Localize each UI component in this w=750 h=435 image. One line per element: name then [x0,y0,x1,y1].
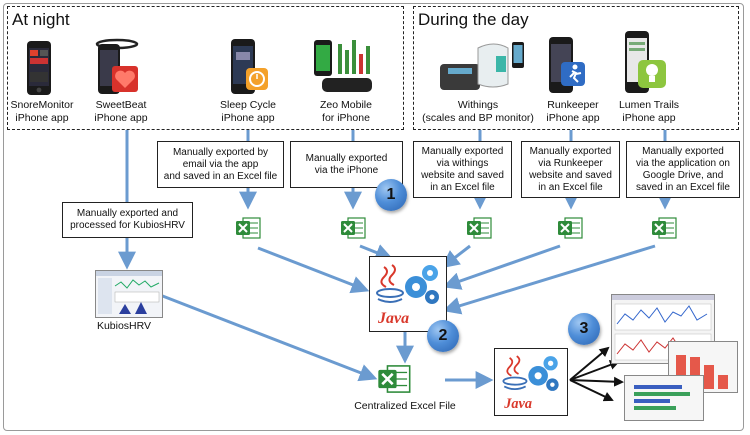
note-sleepcycle: Manually exported by email via the app a… [157,141,284,188]
arrow-out-2 [569,360,620,381]
arrow-ex3-java [441,244,471,269]
java-logo-icon: Java [502,355,559,412]
central-excel-label: Centralized Excel File [354,400,456,412]
arrow-out-3 [569,376,624,387]
zeo-headband-icon [314,40,372,92]
excel-icon [378,365,411,393]
step-3-badge: 3 [568,313,600,345]
phone-lightbulb-icon [625,31,666,93]
night-group-title: At night [12,10,70,29]
arrow-ex1-java [257,246,370,294]
output-line-chart-thumbnail [611,294,715,364]
step-2-badge: 2 [427,320,459,352]
java-analysis-box: Java [494,348,568,416]
output-hbar-chart-thumbnail [624,375,704,421]
excel-icon [236,217,261,239]
svg-text:Java: Java [503,396,532,412]
scale-icon [440,42,524,90]
arrow-ex4-java [442,244,561,290]
java-logo-icon: Java [376,264,439,327]
arrow-out-1 [569,346,610,381]
night-group [7,6,404,130]
excel-icon [467,217,492,239]
java-processor-box: Java [369,256,447,332]
step-1-badge: 1 [375,179,407,211]
phone-icon [27,41,51,95]
day-group [413,6,739,130]
phone-runner-icon [549,37,585,93]
excel-icon [341,217,366,239]
note-runkeeper: Manually exported via Runkeeper website … [521,141,620,198]
note-kubios: Manually exported and processed for Kubi… [62,202,193,238]
withings-label: Withings(scales and BP monitor) [422,99,534,124]
diagram-frame [3,3,744,431]
excel-icon [652,217,677,239]
arrow-ex5-java [442,244,656,315]
excel-icon [558,217,583,239]
note-withings: Manually exported via withings website a… [413,141,512,198]
svg-text:Java: Java [377,310,409,327]
kubios-screenshot-icon [95,270,163,318]
day-group-title: During the day [418,10,529,29]
arrow-out-4 [569,379,614,402]
note-lumen: Manually exported via the application on… [626,141,740,198]
phone-alarm-icon [231,39,268,94]
arrow-kubios-central [159,293,378,382]
phone-heart-icon [95,38,139,94]
note-zeo: Manually exported via the iPhone [290,141,403,188]
kubios-label: KubiosHRV [96,320,152,332]
